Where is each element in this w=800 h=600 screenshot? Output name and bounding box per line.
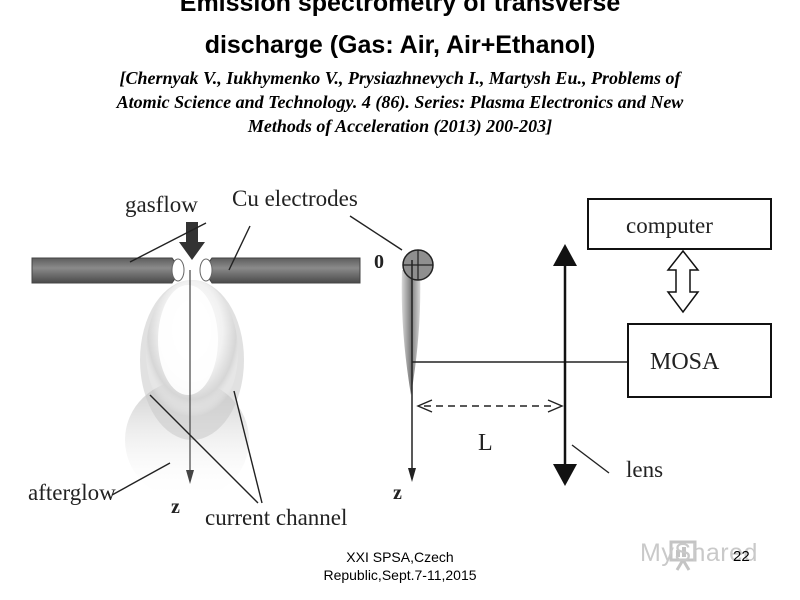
- slide-title-line1: Emission spectrometry of transverse: [179, 0, 621, 17]
- footer-line: XXI SPSA,Czech: [346, 549, 454, 565]
- cu-electrodes: [31, 257, 361, 284]
- reference-line: Methods of Acceleration (2013) 200-203]: [247, 116, 553, 136]
- gasflow-label: gasflow: [125, 192, 198, 217]
- data-link-arrow: [666, 249, 700, 314]
- current-channel-label: current channel: [205, 505, 347, 530]
- page-number: 22: [733, 548, 750, 565]
- reference-line: Atomic Science and Technology. 4 (86). S…: [116, 92, 684, 112]
- reference-line: [Chernyak V., Iukhymenko V., Prysiazhnev…: [119, 68, 681, 88]
- afterglow-label: afterglow: [28, 480, 116, 505]
- presentation-board-icon: [669, 540, 697, 571]
- leader-lines: [111, 215, 610, 504]
- computer-box: [587, 198, 772, 250]
- lens-label: lens: [626, 457, 663, 482]
- footer-line: Republic,Sept.7-11,2015: [323, 567, 477, 583]
- reference-citation: [Chernyak V., Iukhymenko V., Prysiazhnev…: [40, 66, 760, 138]
- z-axis-right: [408, 260, 416, 482]
- mosa-box: [627, 323, 772, 398]
- mosa-label: MOSA: [650, 349, 720, 375]
- origin-label: 0: [374, 251, 384, 273]
- lens: [553, 244, 577, 486]
- slide-footer: XXI SPSA,Czech Republic,Sept.7-11,2015: [300, 548, 500, 584]
- slide-title-line2: discharge (Gas: Air, Air+Ethanol): [204, 31, 596, 59]
- computer-label: computer: [626, 213, 713, 238]
- afterglow-plume: [125, 280, 249, 500]
- z-axis-left: [186, 270, 194, 484]
- electrodes-label: Cu electrodes: [232, 186, 358, 211]
- watermark-text: MyShared: [640, 539, 758, 567]
- z-right-label: z: [393, 482, 402, 504]
- gasflow-arrow: [179, 222, 205, 260]
- distance-label: L: [478, 430, 493, 456]
- distance-arrow: [416, 399, 564, 413]
- scanning-probe: [401, 249, 434, 395]
- z-left-label: z: [171, 496, 180, 518]
